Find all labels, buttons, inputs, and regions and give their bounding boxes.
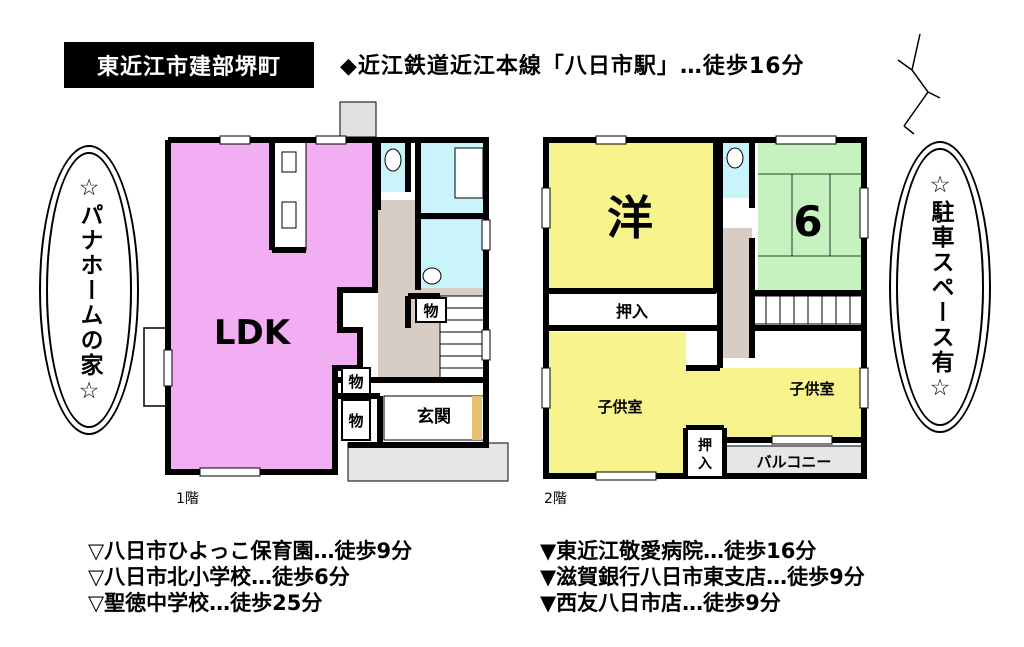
north-arrow-icon	[897, 33, 941, 135]
ldk-label: LDK	[214, 313, 292, 353]
left-oval-badge: ☆パナホームの家☆	[46, 152, 132, 428]
nearby-right-list: ▼東近江敬愛病院…徒歩16分 ▼滋賀銀行八日市東支店…徒歩9分 ▼西友八日市店……	[540, 538, 865, 616]
floor2-label: 2階	[544, 491, 567, 507]
entrance-label: 玄関	[417, 406, 451, 427]
closet-small-label-2: 入	[698, 456, 712, 472]
western-room-label: 洋	[607, 191, 653, 245]
storage-3-label: 物	[348, 412, 363, 430]
balcony-label: バルコニー	[757, 453, 832, 471]
location-title: 東近江市建部堺町	[64, 42, 314, 88]
child-room-right-label: 子供室	[789, 380, 834, 398]
closet-main-label: 押入	[616, 302, 648, 321]
nearby-left-list: ▽八日市ひよっこ保育園…徒歩9分 ▽八日市北小学校…徒歩6分 ▽聖徳中学校…徒歩…	[88, 538, 412, 616]
floor2-plan: 洋 6 押入 子供室 子供室 押 入 バルコニー	[541, 135, 869, 481]
nearby-right-item: ▼東近江敬愛病院…徒歩16分	[540, 539, 817, 563]
storage-2-label: 物	[348, 373, 363, 391]
floor1-label: 1階	[176, 491, 199, 507]
floor1-plan: LDK 物 物 物 玄関	[143, 101, 509, 482]
right-oval-badge: ☆駐車スペース有☆	[896, 148, 984, 426]
right-oval-text: ☆駐車スペース有☆	[927, 171, 953, 403]
storage-1-label: 物	[423, 302, 438, 320]
nearby-right-item: ▼西友八日市店…徒歩9分	[540, 591, 781, 615]
left-oval-text: ☆パナホームの家☆	[76, 174, 102, 406]
child-room-left-label: 子供室	[597, 398, 642, 416]
nearby-left-item: ▽聖徳中学校…徒歩25分	[88, 591, 323, 615]
tatami-room-label: 6	[793, 197, 822, 246]
closet-small-label-1: 押	[698, 437, 712, 454]
western-room	[546, 140, 716, 288]
station-info: ◆近江鉄道近江本線「八日市駅」…徒歩16分	[340, 54, 805, 79]
nearby-left-item: ▽八日市北小学校…徒歩6分	[88, 565, 350, 589]
nearby-right-item: ▼滋賀銀行八日市東支店…徒歩9分	[540, 565, 865, 589]
tatami-room	[758, 140, 864, 290]
ldk-area	[168, 140, 375, 472]
nearby-left-item: ▽八日市ひよっこ保育園…徒歩9分	[88, 539, 413, 563]
